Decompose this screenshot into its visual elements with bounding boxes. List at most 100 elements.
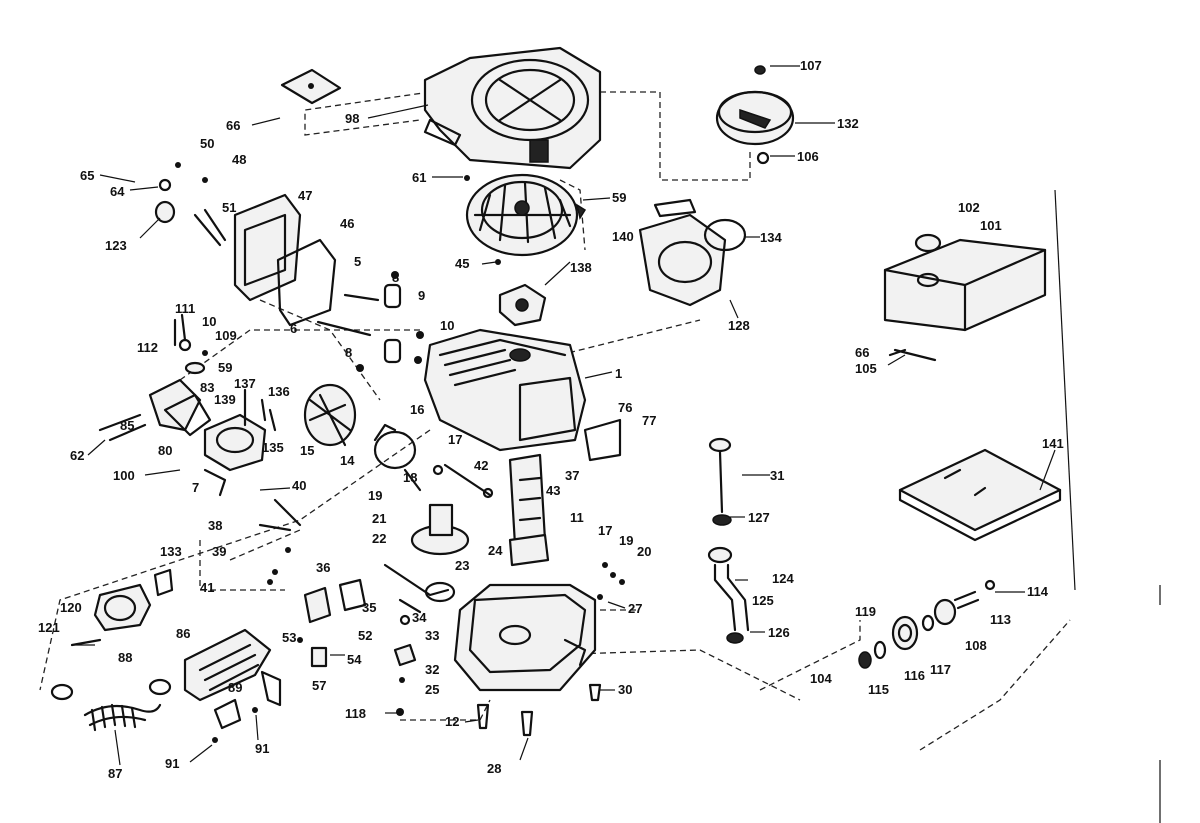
callout-139: 139 (214, 392, 236, 407)
callout-135: 135 (262, 440, 284, 455)
callout-17: 17 (448, 432, 462, 447)
callout-119: 119 (855, 604, 876, 619)
callout-137: 137 (234, 376, 256, 391)
callout-138: 138 (570, 260, 592, 275)
callout-57: 57 (312, 678, 326, 693)
callout-14: 14 (340, 453, 355, 468)
part-fuel-pump (297, 578, 367, 668)
callout-47: 47 (298, 188, 312, 203)
callout-38: 38 (208, 518, 222, 533)
callout-66: 66 (855, 345, 869, 360)
callout-120: 120 (60, 600, 82, 615)
callout-108: 108 (965, 638, 987, 653)
callout-7: 7 (192, 480, 199, 495)
callout-27: 27 (628, 601, 642, 616)
part-small-hardware (258, 498, 302, 585)
callout-15: 15 (300, 443, 314, 458)
part-rewind-starter (638, 198, 747, 307)
callout-30: 30 (618, 682, 632, 697)
callout-83: 83 (200, 380, 214, 395)
part-oil-fill-tube (707, 546, 750, 644)
part-governor-lever (393, 598, 422, 683)
part-fuel-tank (883, 233, 1047, 362)
part-grass-screen (715, 65, 795, 165)
callout-89: 89 (228, 680, 242, 695)
callout-104: 104 (810, 671, 832, 686)
callout-11: 11 (570, 510, 584, 525)
part-blower-housing (423, 46, 602, 170)
callout-53: 53 (282, 630, 296, 645)
callout-19: 19 (368, 488, 382, 503)
callout-118: 118 (345, 706, 366, 721)
callout-18: 18 (403, 470, 417, 485)
callout-10: 10 (440, 318, 454, 333)
callout-65: 65 (80, 168, 94, 183)
part-flywheel (464, 173, 587, 265)
part-dipstick (708, 437, 732, 526)
callout-113: 113 (990, 612, 1011, 627)
callout-21: 21 (372, 511, 386, 526)
callout-1: 1 (615, 366, 622, 381)
callout-36: 36 (316, 560, 330, 575)
callout-132: 132 (837, 116, 859, 131)
callout-102: 102 (958, 200, 980, 215)
callout-35: 35 (362, 600, 376, 615)
callout-labels: 66 98 107 132 106 50 48 65 64 61 59 47 5… (38, 58, 1064, 781)
callout-16: 16 (410, 402, 424, 417)
callout-48: 48 (232, 152, 246, 167)
callout-112: 112 (137, 340, 158, 355)
callout-121: 121 (38, 620, 60, 635)
callout-5: 5 (354, 254, 361, 269)
part-sump-base (453, 583, 597, 692)
callout-126: 126 (768, 625, 790, 640)
callout-101: 101 (980, 218, 1002, 233)
callout-46: 46 (340, 216, 354, 231)
callout-88: 88 (118, 650, 132, 665)
callout-140: 140 (612, 229, 634, 244)
callout-24: 24 (488, 543, 503, 558)
callout-42: 42 (474, 458, 488, 473)
callout-124: 124 (772, 571, 794, 586)
callout-77: 77 (642, 413, 656, 428)
callout-19: 19 (619, 533, 633, 548)
callout-25: 25 (425, 682, 439, 697)
callout-54: 54 (347, 652, 362, 667)
part-muffler-deflector (70, 568, 174, 647)
callout-8: 8 (345, 345, 352, 360)
part-cylinder-block (423, 328, 622, 462)
callout-17: 17 (598, 523, 612, 538)
callout-50: 50 (200, 136, 214, 151)
part-pto-assembly (858, 579, 996, 669)
callout-115: 115 (868, 682, 889, 697)
callout-34: 34 (412, 610, 427, 625)
callout-39: 39 (212, 544, 226, 559)
callout-76: 76 (618, 400, 632, 415)
callout-32: 32 (425, 662, 439, 677)
callout-12: 12 (445, 714, 459, 729)
callout-10: 10 (202, 314, 216, 329)
part-exhaust-brackets (212, 698, 258, 743)
callout-141: 141 (1042, 436, 1064, 451)
callout-61: 61 (412, 170, 426, 185)
callout-9: 9 (418, 288, 425, 303)
part-misc-fasteners (597, 562, 625, 600)
part-governor (373, 423, 422, 492)
part-exhaust-pipe (50, 678, 172, 732)
part-choke-linkage (173, 313, 208, 375)
callout-136: 136 (268, 384, 290, 399)
callout-59: 59 (218, 360, 232, 375)
callout-100: 100 (113, 468, 135, 483)
callout-31: 31 (770, 468, 784, 483)
edge-line (1054, 189, 1076, 591)
callout-52: 52 (358, 628, 372, 643)
callout-134: 134 (760, 230, 782, 245)
callout-64: 64 (110, 184, 125, 199)
part-base-bolts (396, 683, 602, 737)
callout-62: 62 (70, 448, 84, 463)
callout-128: 128 (728, 318, 750, 333)
callout-127: 127 (748, 510, 770, 525)
callout-41: 41 (200, 580, 214, 595)
callout-20: 20 (637, 544, 651, 559)
callout-43: 43 (546, 483, 560, 498)
callout-51: 51 (222, 200, 236, 215)
